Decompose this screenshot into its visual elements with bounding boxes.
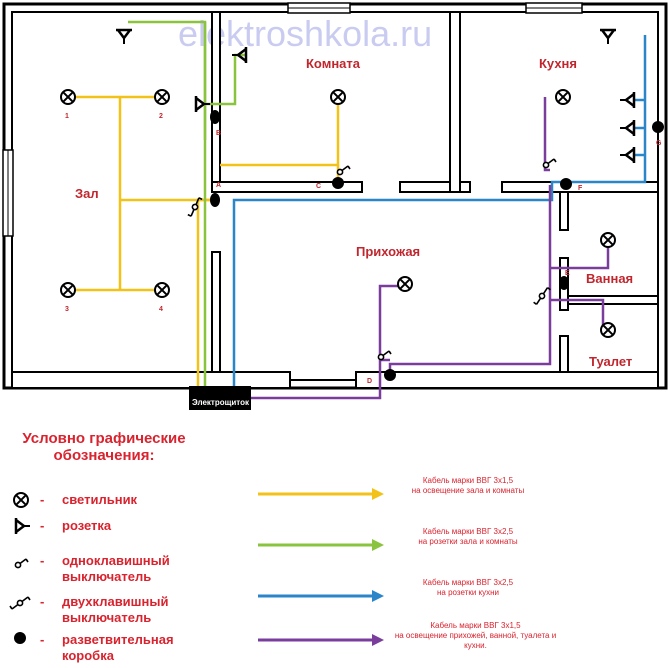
- legend-dash: -: [40, 553, 45, 568]
- electrical-panel: [189, 386, 251, 410]
- junction-label-f: F: [578, 185, 583, 192]
- junction-box-icon: [332, 177, 344, 189]
- legend-dash: -: [40, 594, 45, 609]
- junction-box-icon: [210, 193, 220, 207]
- room-label-komnata: Комната: [306, 56, 361, 71]
- cable-green-line2: на розетки зала и комнаты: [418, 537, 518, 546]
- cable-blue-line2: на розетки кухни: [437, 588, 499, 597]
- lamp-number-4: 4: [159, 306, 163, 313]
- cable-yellow-text: Кабель марки ВВГ 3х1,5 на освещение зала…: [393, 476, 543, 496]
- room-label-prikhozhaya: Прихожая: [356, 244, 420, 259]
- legend-label-single-switch: одноклавишный выключатель: [62, 553, 170, 584]
- walls: [2, 2, 668, 390]
- legend-lamp-icon: [13, 492, 29, 508]
- socket-icon: [114, 28, 134, 46]
- legend-double-switch-icon: [9, 596, 31, 610]
- cable-purple-text: Кабель марки ВВГ 3х1,5 на освещение прих…: [393, 621, 558, 651]
- lamp-number-3: 3: [65, 306, 69, 313]
- socket-icon: [618, 90, 636, 110]
- socket-icon: [618, 118, 636, 138]
- legend-label-junction-box: разветвительная коробка: [62, 632, 174, 663]
- room-label-kukhnya: Кухня: [539, 56, 577, 71]
- legend-dash: -: [40, 492, 45, 507]
- cable-yellow-line1: Кабель марки ВВГ 3х1,5: [422, 476, 514, 485]
- junction-box-icon: [559, 276, 569, 290]
- legend-dash: -: [40, 518, 45, 533]
- junction-label-e: E: [565, 270, 570, 277]
- lamp-number-2: 2: [159, 113, 163, 120]
- cable-purple-line2: на освещение прихожей, ванной, туалета и…: [394, 631, 557, 650]
- junction-box-icon: [210, 110, 220, 124]
- legend-title: Условно графические обозначения:: [22, 430, 186, 464]
- cable-yellow-line2: на освещение зала и комнаты: [411, 486, 525, 495]
- cable-green-line1: Кабель марки ВВГ 3х2,5: [422, 527, 514, 536]
- legend-socket-icon: [14, 516, 32, 536]
- single-switch-icon: [336, 165, 351, 176]
- socket-icon: [618, 145, 636, 165]
- cable-yellow-route: [68, 95, 340, 386]
- lamp-icon: [600, 232, 616, 248]
- cable-purple-route: [251, 97, 610, 400]
- junction-box-icon: [384, 369, 396, 381]
- lamp-icon: [60, 89, 76, 105]
- junction-label-g: G: [656, 140, 662, 147]
- room-label-zal: Зал: [75, 186, 99, 201]
- lamp-icon: [600, 322, 616, 338]
- legend-junction-box-icon: [14, 632, 26, 644]
- junction-label-a: A: [216, 182, 221, 189]
- cable-blue-line1: Кабель марки ВВГ 3х2,5: [422, 578, 514, 587]
- legend-single-switch-icon: [14, 558, 29, 569]
- junction-box-icon: [652, 121, 664, 133]
- junction-label-d: D: [367, 378, 372, 385]
- room-label-tualet: Туалет: [589, 354, 632, 369]
- lamp-number-1: 1: [65, 113, 69, 120]
- cable-blue-text: Кабель марки ВВГ 3х2,5 на розетки кухни: [393, 578, 543, 598]
- junction-label-b: B: [216, 130, 221, 137]
- junction-label-c: C: [316, 183, 321, 190]
- lamp-icon: [60, 282, 76, 298]
- legend-label-socket: розетка: [62, 518, 112, 533]
- junction-box-icon: [560, 178, 572, 190]
- socket-icon: [194, 94, 212, 114]
- lamp-icon: [330, 89, 346, 105]
- cable-green-route: [128, 20, 246, 386]
- lamp-icon: [154, 282, 170, 298]
- socket-icon: [598, 28, 618, 46]
- legend-label-lamp: светильник: [62, 492, 138, 507]
- room-label-vannaya: Ванная: [586, 271, 633, 286]
- cable-purple-line1: Кабель марки ВВГ 3х1,5: [430, 621, 521, 630]
- legend-label-double-switch: двухклавишный выключатель: [62, 594, 169, 625]
- panel-label: Электрощиток: [192, 398, 250, 407]
- legend-cable-arrows: [258, 488, 384, 646]
- legend-dash: -: [40, 632, 45, 647]
- lamp-icon: [154, 89, 170, 105]
- cable-green-text: Кабель марки ВВГ 3х2,5 на розетки зала и…: [393, 527, 543, 547]
- cable-blue-route: [232, 35, 647, 386]
- lamp-icon: [397, 276, 413, 292]
- lamp-icon: [555, 89, 571, 105]
